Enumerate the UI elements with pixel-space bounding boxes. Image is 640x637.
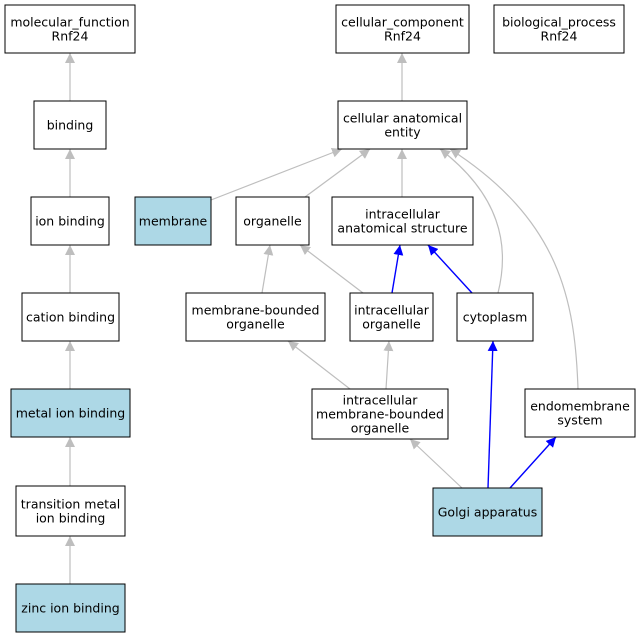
edge-cytoplasm-to-cellular-anatomical-entity [439,148,504,294]
edges-layer [65,53,579,584]
node-label: zinc ion binding [21,601,119,616]
node-metal-ion-binding[interactable]: metal ion binding [10,388,131,438]
node-label: intracellular [343,393,419,408]
node-label: organelle [243,214,302,229]
edge-intracellular-organelle-to-organelle [299,244,364,294]
edge-membrane-to-cellular-anatomical-entity [210,147,343,201]
edge-golgi-apparatus-to-intracellular-membrane-bounded-organelle [409,438,463,489]
node-box [311,388,449,440]
node-label: binding [47,118,94,133]
node-label: Rnf24 [52,29,89,44]
node-box [335,4,470,54]
node-binding[interactable]: binding [33,100,107,150]
node-label: entity [384,125,421,140]
node-box [524,388,636,438]
edge-organelle-to-cellular-anatomical-entity [304,148,371,198]
node-box [15,485,126,537]
node-label: Rnf24 [541,29,578,44]
edge-endomembrane-system-to-cellular-anatomical-entity [449,148,579,390]
node-label: ion binding [35,214,105,229]
node-box [235,196,310,246]
node-box [331,196,474,246]
node-label: cation binding [26,310,115,325]
node-cytoplasm[interactable]: cytoplasm [456,292,534,342]
node-label: molecular_function [10,15,129,30]
edge-intracellular-organelle-to-intracellular-anatomical-structure [391,244,404,294]
node-label: Golgi apparatus [438,505,538,520]
node-box [456,292,534,342]
node-cation-binding[interactable]: cation binding [21,292,120,342]
node-label: membrane [139,214,208,229]
edge-golgi-apparatus-to-cytoplasm [487,340,498,489]
node-golgi-apparatus[interactable]: Golgi apparatus [432,487,543,537]
node-box [349,292,434,342]
node-label: intracellular [365,207,441,222]
node-ion-binding[interactable]: ion binding [30,196,110,246]
node-label: cellular anatomical [343,111,462,126]
node-label: intracellular [354,303,430,318]
node-box [4,4,136,54]
node-box [337,100,468,150]
node-box [493,4,625,54]
node-label: transition metal [21,497,120,512]
edge-intracellular-membrane-bounded-organelle-to-membrane-bounded-organelle [287,340,351,390]
node-label: organelle [226,317,285,332]
node-label: cytoplasm [463,310,528,325]
node-label: cellular_component [341,15,464,30]
node-zinc-ion-binding[interactable]: zinc ion binding [15,583,126,633]
node-label: metal ion binding [16,406,126,421]
edge-cytoplasm-to-intracellular-anatomical-structure [427,244,473,294]
node-membrane[interactable]: membrane [134,196,212,246]
node-box [33,100,107,150]
node-box [10,388,131,438]
node-label: anatomical structure [337,221,467,236]
edge-golgi-apparatus-to-endomembrane-system [509,436,557,489]
edge-intracellular-membrane-bounded-organelle-to-intracellular-organelle [383,340,394,390]
node-label: biological_process [502,15,616,30]
node-label: membrane-bounded [316,407,444,422]
edge-membrane-bounded-organelle-to-organelle [261,244,274,294]
node-box [15,583,126,633]
node-box [185,292,326,342]
node-label: endomembrane [530,399,630,414]
node-label: organelle [351,421,410,436]
node-box [21,292,120,342]
node-label: Rnf24 [384,29,421,44]
node-box [432,487,543,537]
node-label: organelle [362,317,421,332]
node-box [30,196,110,246]
node-label: membrane-bounded [192,303,320,318]
node-organelle[interactable]: organelle [235,196,310,246]
node-box [134,196,212,246]
node-label: ion binding [36,511,106,526]
node-label: system [557,413,602,428]
